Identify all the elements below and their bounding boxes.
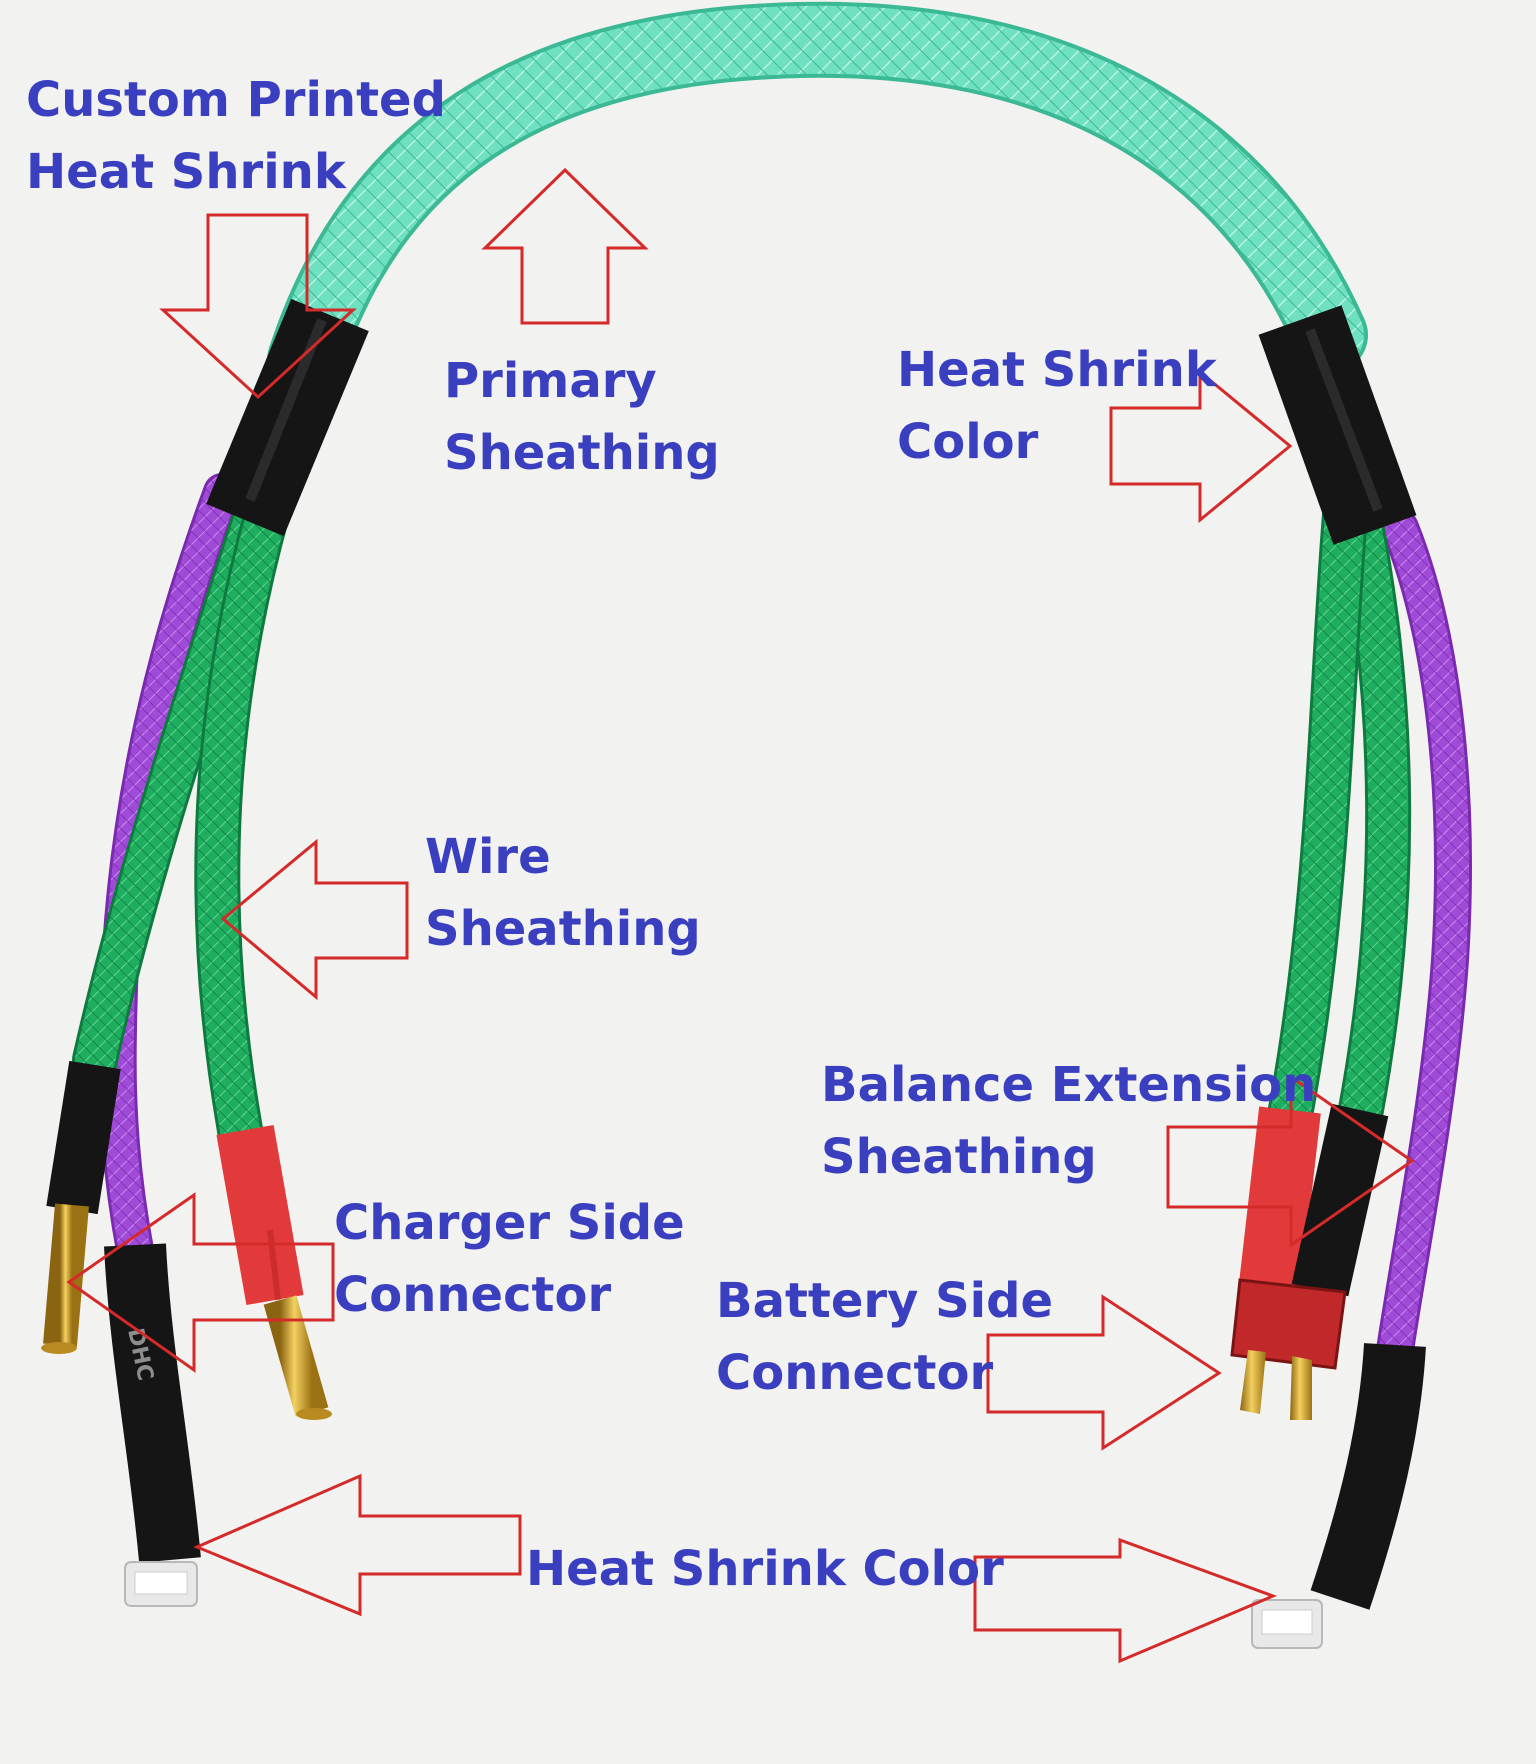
label-line: Custom Printed (26, 72, 446, 128)
charger-side-connector-positive (216, 1124, 332, 1420)
arrow-right-heat-shrink-bottom-right (973, 1537, 1278, 1664)
label-line: Wire (425, 829, 551, 885)
arrow-left-charger-side (66, 1192, 335, 1373)
wire-sheathing (72, 472, 1412, 1153)
arrow-left-heat-shrink-bottom-left (193, 1473, 522, 1617)
arrow-right-balance-extension (1166, 1074, 1415, 1248)
label-heat-shrink-color-bottom: Heat Shrink Color (526, 1533, 1004, 1605)
primary-sheathing (267, 1, 1368, 398)
label-balance-extension-sheathing: Balance Extension Sheathing (821, 1049, 1316, 1193)
label-charger-side-connector: Charger Side Connector (334, 1187, 685, 1331)
label-line: Charger Side (334, 1195, 685, 1251)
label-primary-sheathing: Primary Sheathing (444, 345, 720, 489)
arrow-right-heat-shrink-top (1109, 368, 1293, 524)
label-line: Battery Side (716, 1273, 1054, 1329)
balance-plug-right (1251, 1343, 1426, 1649)
label-wire-sheathing: Wire Sheathing (425, 821, 701, 965)
battery-side-connector (1230, 1103, 1389, 1420)
label-line: Connector (716, 1345, 994, 1401)
label-line: Heat Shrink (26, 144, 346, 200)
label-line: Sheathing (821, 1129, 1097, 1185)
label-battery-side-connector: Battery Side Connector (716, 1265, 1053, 1409)
label-custom-printed-heat-shrink: Custom Printed Heat Shrink (26, 64, 446, 208)
label-line: Sheathing (444, 425, 720, 481)
balance-plug-left: DHC (104, 1243, 201, 1607)
label-line: Heat Shrink (897, 342, 1217, 398)
label-line: Heat Shrink Color (526, 1541, 1004, 1597)
label-line: Sheathing (425, 901, 701, 957)
label-heat-shrink-color-top: Heat Shrink Color (897, 334, 1217, 478)
arrow-down-custom-printed (159, 213, 357, 400)
arrow-up-primary-sheathing (481, 167, 649, 325)
charger-side-connector-negative (41, 1060, 121, 1354)
arrow-left-wire-sheathing (220, 838, 409, 1001)
arrow-right-battery-side (986, 1294, 1222, 1451)
label-line: Balance Extension (821, 1057, 1317, 1113)
label-line: Primary (444, 353, 657, 409)
heat-shrink-left (206, 298, 369, 537)
heat-shrink-right (1258, 305, 1417, 545)
label-line: Connector (334, 1267, 612, 1323)
label-line: Color (897, 414, 1039, 470)
